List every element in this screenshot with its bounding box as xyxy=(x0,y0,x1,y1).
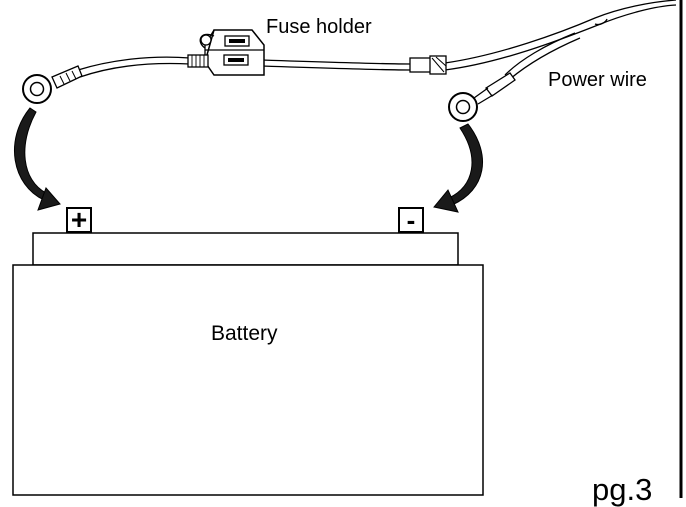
battery-lid xyxy=(32,232,459,266)
butt-connector xyxy=(409,55,447,75)
positive-wire-left xyxy=(77,56,191,78)
power-wire xyxy=(444,0,677,71)
fuse-crimp xyxy=(187,54,209,68)
fuse-holder-label: Fuse holder xyxy=(266,16,372,38)
battery-label: Battery xyxy=(211,322,278,345)
arrow-to-negative-icon xyxy=(433,123,483,213)
negative-ring-terminal-icon xyxy=(448,72,516,122)
positive-terminal: + xyxy=(66,204,92,235)
power-wire-label: Power wire xyxy=(548,69,647,91)
page-number: pg.3 xyxy=(592,472,653,507)
positive-ring-terminal-icon xyxy=(22,65,83,104)
arrow-to-positive-icon xyxy=(13,107,61,211)
positive-wire-right xyxy=(261,59,413,71)
negative-wire xyxy=(504,32,581,80)
battery-body xyxy=(12,264,484,496)
negative-terminal: - xyxy=(398,205,424,235)
fuse-holder-icon xyxy=(199,29,265,76)
